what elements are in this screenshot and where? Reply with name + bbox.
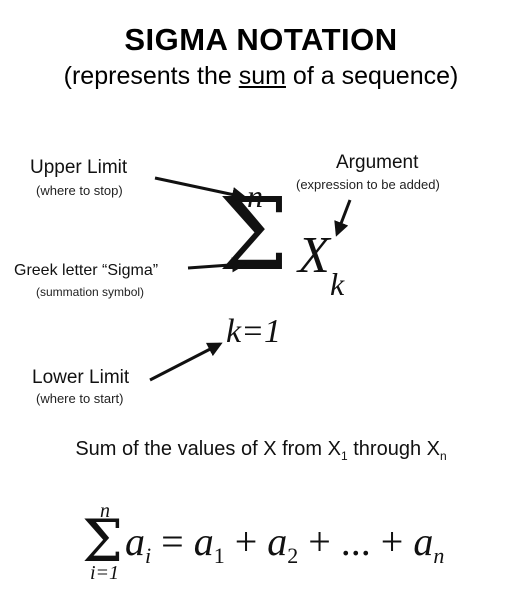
lower-limit-arrow <box>149 342 223 382</box>
argument-arrow <box>334 199 352 237</box>
sigma-symbol: Σ <box>218 176 289 293</box>
formula-lower: i=1 <box>90 562 120 584</box>
formula-lhs: a <box>125 519 145 564</box>
subtitle-suffix: of a sequence) <box>285 62 459 90</box>
formula-lhs-sub: i <box>145 543 152 568</box>
sum-sub-1: 1 <box>341 449 348 463</box>
upper-limit-arrow <box>154 176 247 202</box>
lower-limit-label: Lower Limit <box>32 367 130 388</box>
upper-limit-note: (where to stop) <box>36 183 123 198</box>
formula-sigma: Σ <box>82 507 124 575</box>
upper-limit-n: n <box>247 178 263 214</box>
sigma-arrow <box>187 257 247 273</box>
formula-plus-2: + ... + <box>298 519 414 564</box>
formula-term-1: a <box>193 519 214 564</box>
page-title: SIGMA NOTATION <box>124 22 398 57</box>
sum-sub-2: n <box>439 449 447 463</box>
formula-eq: = <box>151 519 194 564</box>
formula-term-3: a <box>413 519 434 564</box>
formula-upper-n: n <box>100 500 110 522</box>
lower-limit-k1: k=1 <box>226 313 282 350</box>
sigma-note: (summation symbol) <box>36 285 145 299</box>
page-subtitle: (represents the sum of a sequence) <box>0 62 522 91</box>
formula-expression: ai = a1 + a2 + ... + an <box>125 518 444 569</box>
sum-description: Sum of the values of X from X1 through X… <box>0 438 522 463</box>
lower-limit-note: (where to start) <box>36 391 124 406</box>
upper-limit-label: Upper Limit <box>30 157 128 178</box>
formula-term-2-sub: 2 <box>287 543 299 568</box>
formula-plus-1: + <box>224 519 268 564</box>
argument-subscript-k: k <box>330 266 345 302</box>
argument-label: Argument <box>336 152 419 173</box>
sigma-label: Greek letter “Sigma” <box>14 262 159 279</box>
argument-note: (expression to be added) <box>296 177 440 192</box>
argument-x: X <box>298 227 330 284</box>
sum-text-1: Sum of the values of X from X <box>75 438 341 460</box>
formula-term-2: a <box>267 519 288 564</box>
formula-term-3-sub: n <box>433 543 445 568</box>
subtitle-prefix: (represents the <box>63 62 239 90</box>
formula-term-1-sub: 1 <box>213 543 225 568</box>
subtitle-emphasis: sum <box>238 62 286 90</box>
sum-text-2: through X <box>347 438 440 460</box>
